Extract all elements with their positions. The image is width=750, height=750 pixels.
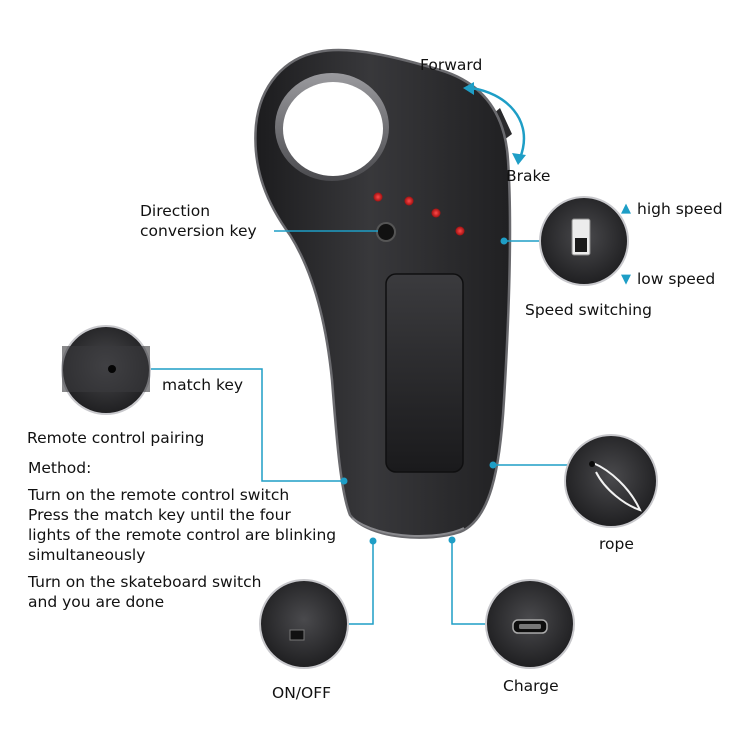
led-1 [373,192,383,202]
match-key-callout [61,325,151,415]
low-speed-label: low speed [637,270,716,288]
leader-charge [451,540,486,625]
method-line: lights of the remote control are blinkin… [28,526,337,544]
rope-loop [592,462,642,512]
method-instructions: Method: Turn on the remote control switc… [28,458,336,612]
led-4 [455,226,465,236]
match-key-hole[interactable] [108,365,116,373]
led-2 [404,196,414,206]
forward-arrowhead [463,82,474,95]
speed-switch-callout [539,196,629,286]
leader-onoff [344,541,374,625]
direction-label-line1: Direction [140,202,211,220]
high-speed-label: high speed [637,200,723,218]
on-off-callout [259,579,349,669]
dot-charge [448,536,456,544]
body-edge-highlight [351,517,465,538]
match-key-label: match key [162,376,244,394]
power-switch[interactable] [289,629,305,641]
arrow-down-icon: ▼ [621,272,631,287]
method-heading: Method: [28,459,92,477]
forward-brake-arrow [469,86,526,159]
direction-key[interactable] [376,222,396,242]
display-panel [385,273,464,473]
arrow-up-icon: ▲ [621,201,631,216]
dot-speed [500,237,508,245]
method-line: simultaneously [28,546,146,564]
charge-label: Charge [503,677,559,695]
dot-match [340,477,348,485]
pairing-label: Remote control pairing [27,429,205,447]
led-3 [431,208,441,218]
rope-label: rope [599,535,634,553]
forward-label: Forward [420,56,483,74]
dot-onoff [369,537,377,545]
method-line: and you are done [28,593,165,611]
method-line: Press the match key until the four [28,506,291,524]
method-line: Turn on the remote control switch [28,486,290,504]
brake-label: Brake [506,167,551,185]
on-off-label: ON/OFF [272,684,332,702]
rope-callout [564,434,658,528]
charge-callout [485,579,575,669]
speed-switch-slider[interactable] [575,238,587,252]
method-line: Turn on the skateboard switch [28,573,262,591]
speed-switching-label: Speed switching [525,301,652,319]
brake-arrowhead [512,153,526,165]
ring-hole [283,82,383,176]
direction-label-line2: conversion key [140,222,257,240]
leader-match [148,368,344,482]
dot-rope [489,461,497,469]
